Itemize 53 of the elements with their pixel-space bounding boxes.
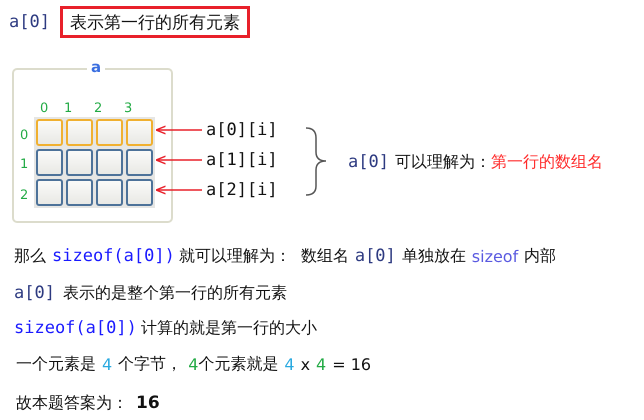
highlighted-array-cell bbox=[36, 119, 63, 146]
arrow bbox=[155, 155, 202, 165]
array-cell bbox=[66, 149, 93, 176]
explanation-text: 数组名 bbox=[300, 246, 349, 266]
row-expression: a[1][i] bbox=[206, 148, 284, 172]
explanation-text: x bbox=[300, 354, 310, 374]
explanation-text: 内部 bbox=[524, 246, 556, 266]
array-cell bbox=[36, 149, 63, 176]
answer-number: 16 bbox=[136, 393, 160, 413]
code-expression: a[0] bbox=[14, 283, 55, 303]
code-expression: sizeof(a[0]) bbox=[14, 318, 137, 338]
explanation-text: 个字节， bbox=[118, 354, 182, 374]
highlighted-text: 第一行的数组名 bbox=[490, 152, 603, 172]
row-expression: a[2][i] bbox=[206, 178, 284, 202]
arrow bbox=[155, 185, 202, 195]
explanation-text: = 16 bbox=[332, 354, 372, 374]
code-expression: sizeof(a[0]) bbox=[52, 246, 175, 266]
array-cell bbox=[36, 179, 63, 206]
keyword-text: sizeof bbox=[472, 246, 518, 266]
highlighted-number: 4 bbox=[102, 354, 112, 374]
highlighted-array-cell bbox=[126, 119, 153, 146]
index-number: 0 bbox=[20, 128, 28, 142]
explanation-text: 计算的就是第一行的大小 bbox=[140, 318, 317, 338]
array-cell bbox=[66, 179, 93, 206]
index-number: 2 bbox=[20, 188, 28, 202]
index-number: 3 bbox=[124, 100, 132, 116]
explanation-text: 那么 bbox=[14, 246, 46, 266]
highlighted-array-cell bbox=[96, 119, 123, 146]
explanation-text: 表示的是整个第一行的所有元素 bbox=[62, 282, 287, 304]
index-number: 2 bbox=[94, 100, 102, 116]
index-number: 0 bbox=[40, 100, 48, 116]
row-expression: a[0][i] bbox=[206, 118, 284, 142]
explanation-text: 故本题答案为： bbox=[16, 392, 128, 414]
explanation-text: 个元素就是 bbox=[198, 354, 278, 374]
code-expression: a[0] bbox=[9, 12, 50, 32]
index-number: 1 bbox=[20, 156, 28, 172]
array-cell bbox=[96, 149, 123, 176]
arrow bbox=[155, 125, 202, 135]
highlighted-caption: 表示第一行的所有元素 bbox=[60, 6, 250, 38]
index-number: 4 bbox=[188, 354, 198, 374]
array-cell bbox=[96, 179, 123, 206]
highlighted-array-cell bbox=[66, 119, 93, 146]
highlighted-number: 4 bbox=[284, 354, 295, 374]
code-expression: a[0] bbox=[354, 246, 396, 266]
explanation-text: 就可以理解为： bbox=[178, 246, 291, 266]
code-expression: a[0] bbox=[348, 152, 389, 172]
array-cell bbox=[126, 149, 153, 176]
explanation-text: 可以理解为： bbox=[394, 152, 491, 172]
index-number: 4 bbox=[316, 354, 326, 374]
explanation-text: 一个元素是 bbox=[16, 354, 96, 374]
array-cell bbox=[126, 179, 153, 206]
explanation-text: 单独放在 bbox=[402, 246, 466, 266]
index-number: 1 bbox=[64, 100, 72, 116]
